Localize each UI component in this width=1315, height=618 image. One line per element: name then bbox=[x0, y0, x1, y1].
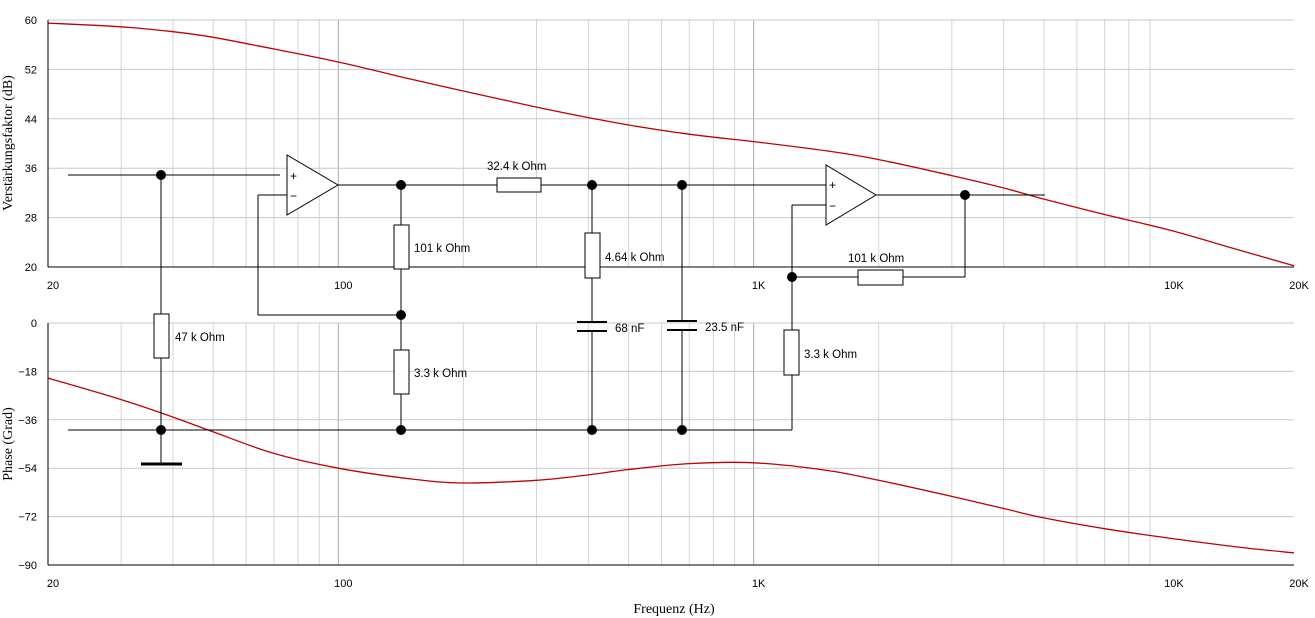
gain-y-tick-label: 60 bbox=[25, 15, 37, 27]
label-4k64: 4.64 k Ohm bbox=[605, 252, 664, 264]
gain-x-tick-label: 20 bbox=[47, 280, 59, 292]
gain-y-tick-label: 44 bbox=[25, 114, 37, 126]
label-101k-a: 101 k Ohm bbox=[414, 243, 470, 255]
opamp-2-minus-sign: − bbox=[829, 199, 836, 213]
junction-dot bbox=[960, 190, 970, 200]
phase-y-tick-label: −72 bbox=[18, 512, 37, 524]
gain-y-tick-label: 28 bbox=[25, 213, 37, 225]
phase-y-tick-label: 0 bbox=[31, 318, 37, 330]
grid-layer bbox=[47, 19, 1294, 566]
phase-x-tick-label: 20K bbox=[1289, 578, 1309, 590]
junction-dot bbox=[156, 170, 166, 180]
gain-y-tick-label: 36 bbox=[25, 163, 37, 175]
phase-y-tick-label: −54 bbox=[18, 463, 37, 475]
gain-x-tick-label: 10K bbox=[1164, 280, 1184, 292]
gain-x-tick-label: 20K bbox=[1289, 280, 1309, 292]
label-32k4: 32.4 k Ohm bbox=[487, 161, 546, 173]
opamp-2 bbox=[825, 164, 877, 226]
gain-x-tick-label: 100 bbox=[334, 280, 352, 292]
resistor-47k bbox=[153, 313, 170, 359]
junction-dot bbox=[587, 425, 597, 435]
gain-y-tick-label: 52 bbox=[25, 64, 37, 76]
phase-y-tick-label: −90 bbox=[18, 560, 37, 572]
opamp-1-minus-sign: − bbox=[290, 189, 297, 203]
opamp-1-plus-sign: + bbox=[290, 169, 297, 183]
junction-dot bbox=[396, 180, 406, 190]
resistor-101k-b bbox=[857, 269, 904, 286]
gain-x-tick-label: 1K bbox=[752, 280, 766, 292]
gain-response-curve bbox=[47, 22, 1295, 267]
label-3k3-b: 3.3 k Ohm bbox=[804, 349, 857, 361]
junction-dot bbox=[677, 425, 687, 435]
phase-response-curve bbox=[47, 377, 1295, 554]
junction-dot bbox=[787, 272, 797, 282]
phase-axis-title: Phase (Grad) bbox=[1, 407, 16, 481]
phase-x-tick-label: 20 bbox=[47, 578, 59, 590]
resistor-4k64 bbox=[584, 232, 601, 279]
label-3k3-a: 3.3 k Ohm bbox=[414, 368, 467, 380]
axis-layer: 20 28 36 44 52 60 20 100 1K 10K 20K 0 −18 −36 −54 −72 −9… bbox=[18, 15, 1309, 590]
circuit-schematic bbox=[68, 154, 1045, 466]
phase-x-tick-label: 1K bbox=[752, 578, 766, 590]
opamp-1 bbox=[286, 154, 339, 216]
label-47k: 47 k Ohm bbox=[175, 332, 225, 344]
curve-layer bbox=[47, 22, 1295, 554]
phase-x-tick-label: 100 bbox=[334, 578, 352, 590]
resistor-101k-a bbox=[393, 224, 410, 270]
phase-y-tick-label: −18 bbox=[18, 366, 37, 378]
resistor-3k3-b bbox=[783, 329, 800, 376]
phase-y-tick-label: −36 bbox=[18, 415, 37, 427]
junction-dots bbox=[156, 170, 970, 435]
opamp-2-plus-sign: + bbox=[829, 178, 836, 192]
label-68n: 68 nF bbox=[615, 323, 644, 335]
gain-axis-title: Verstärkungsfaktor (dB) bbox=[1, 75, 16, 211]
resistor-3k3-a bbox=[393, 349, 410, 395]
resistor-32k4 bbox=[496, 177, 542, 193]
junction-dot bbox=[677, 180, 687, 190]
junction-dot bbox=[396, 425, 406, 435]
gain-y-tick-label: 20 bbox=[25, 262, 37, 274]
frequency-axis-title: Frequenz (Hz) bbox=[633, 602, 715, 617]
junction-dot bbox=[396, 310, 406, 320]
junction-dot bbox=[156, 425, 166, 435]
label-101k-b: 101 k Ohm bbox=[848, 253, 904, 265]
label-23n5: 23.5 nF bbox=[705, 322, 744, 334]
junction-dot bbox=[587, 180, 597, 190]
phase-x-tick-label: 10K bbox=[1164, 578, 1184, 590]
